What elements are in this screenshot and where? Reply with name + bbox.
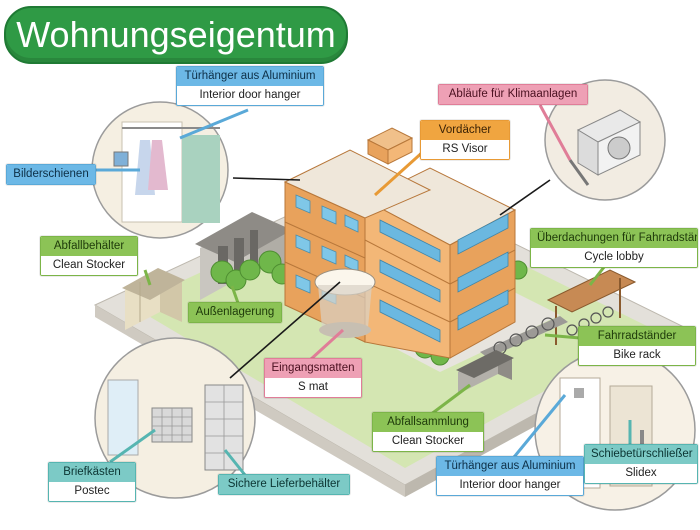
callout-picture-rails: Bilderschienen — [6, 164, 96, 185]
callout-label: Bilderschienen — [7, 165, 95, 184]
callout-label: Außenlagerung — [189, 303, 281, 322]
leader-lines — [75, 104, 632, 476]
waste-bin — [122, 268, 185, 330]
callout-label: Sichere Lieferbehälter — [219, 475, 349, 494]
callout-delivery-boxes: Sichere Lieferbehälter — [218, 474, 350, 495]
callout-label: Türhänger aus Aluminium — [437, 457, 583, 476]
callout-product: Cycle lobby — [531, 248, 697, 267]
callout-product: Clean Stocker — [373, 432, 483, 451]
detail-circle-closet — [91, 101, 229, 239]
waste-collection-station — [456, 350, 514, 394]
callout-label: Abfallbehälter — [41, 237, 137, 256]
callout-ac-drains: Abläufe für Klimaanlagen — [438, 84, 588, 105]
apartment-building — [283, 127, 517, 359]
callout-label: Vordächer — [421, 121, 509, 140]
callout-label: Abläufe für Klimaanlagen — [439, 85, 587, 104]
callout-label: Abfallsammlung — [373, 413, 483, 432]
callout-label: Türhänger aus Aluminium — [177, 67, 323, 86]
callout-product: RS Visor — [421, 140, 509, 159]
callout-sliding-door-closer: Schiebetürschließer Slidex — [584, 444, 698, 484]
callout-canopies: Vordächer RS Visor — [420, 120, 510, 160]
callout-product: Postec — [49, 482, 135, 501]
callout-label: Briefkästen — [49, 463, 135, 482]
callout-label: Fahrradständer — [579, 327, 695, 346]
detail-circle-ac-drain — [544, 79, 666, 201]
callout-label: Eingangsmatten — [265, 359, 361, 378]
callout-entrance-mats: Eingangsmatten S mat — [264, 358, 362, 398]
callout-product: Slidex — [585, 464, 697, 483]
callout-label: Schiebetürschließer — [585, 445, 697, 464]
callout-label: Überdachungen für Fahrradständer — [531, 229, 697, 248]
callout-product: Interior door hanger — [177, 86, 323, 105]
callout-outdoor-storage: Außenlagerung — [188, 302, 282, 323]
callout-product: Bike rack — [579, 346, 695, 365]
callout-product: Clean Stocker — [41, 256, 137, 275]
callout-waste-collection: Abfallsammlung Clean Stocker — [372, 412, 484, 452]
callout-mailboxes: Briefkästen Postec — [48, 462, 136, 502]
callout-bicycle-roof: Überdachungen für Fahrradständer Cycle l… — [530, 228, 698, 268]
callout-door-hanger-top: Türhänger aus Aluminium Interior door ha… — [176, 66, 324, 106]
page-title: Wohnungseigentum — [4, 6, 348, 64]
callout-product: S mat — [265, 378, 361, 397]
callout-waste-bin: Abfallbehälter Clean Stocker — [40, 236, 138, 276]
detail-circle-entrance — [94, 337, 256, 499]
callout-bike-rack: Fahrradständer Bike rack — [578, 326, 696, 366]
callout-door-hanger-bottom: Türhänger aus Aluminium Interior door ha… — [436, 456, 584, 496]
callout-product: Interior door hanger — [437, 476, 583, 495]
